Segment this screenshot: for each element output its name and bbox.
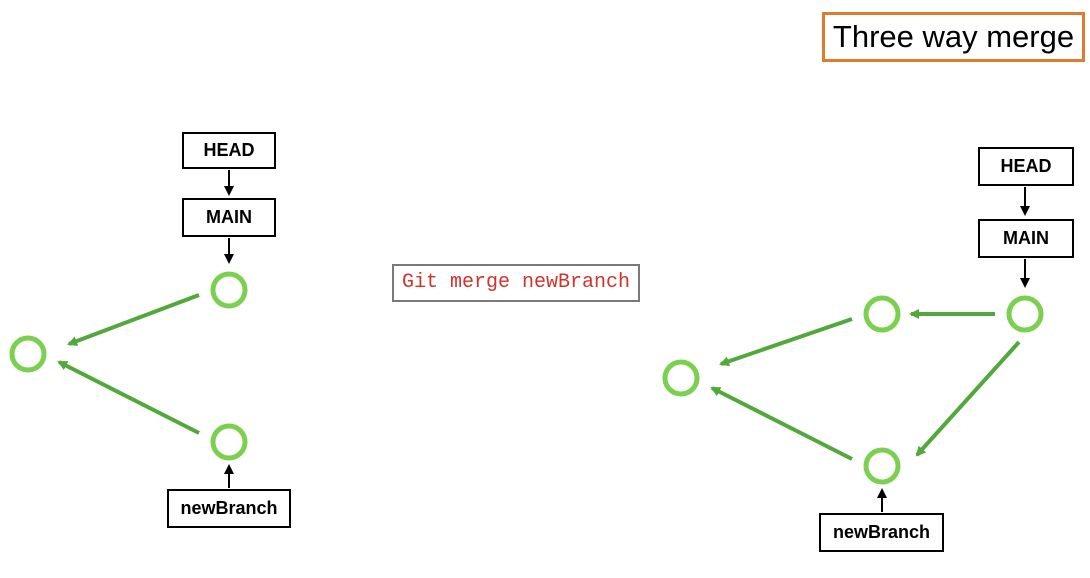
right-branch-commit bbox=[863, 447, 901, 485]
right-merge-to-branch-parent-arrow bbox=[915, 340, 1021, 457]
right-base-commit bbox=[662, 359, 700, 397]
right-main-commit bbox=[863, 295, 901, 333]
left-newbranch-ref: newBranch bbox=[167, 489, 291, 528]
left-main-commit-parent-arrow bbox=[67, 293, 200, 346]
right-main-commit-parent-arrow bbox=[719, 317, 853, 367]
right-merge-commit bbox=[1006, 295, 1044, 333]
right-branch-commit-parent-arrow bbox=[710, 386, 853, 461]
left-main-commit bbox=[210, 271, 248, 309]
git-command: Git merge newBranch bbox=[392, 264, 640, 302]
right-newbranch-ref: newBranch bbox=[819, 513, 944, 552]
left-branch-commit bbox=[210, 423, 248, 461]
left-head-ref: HEAD bbox=[182, 132, 276, 169]
diagram-title: Three way merge bbox=[822, 12, 1085, 62]
left-base-commit bbox=[9, 335, 47, 373]
left-branch-commit-parent-arrow bbox=[57, 360, 200, 435]
left-main-ref: MAIN bbox=[182, 198, 276, 237]
right-main-ref: MAIN bbox=[978, 219, 1074, 258]
right-head-ref: HEAD bbox=[978, 147, 1074, 186]
